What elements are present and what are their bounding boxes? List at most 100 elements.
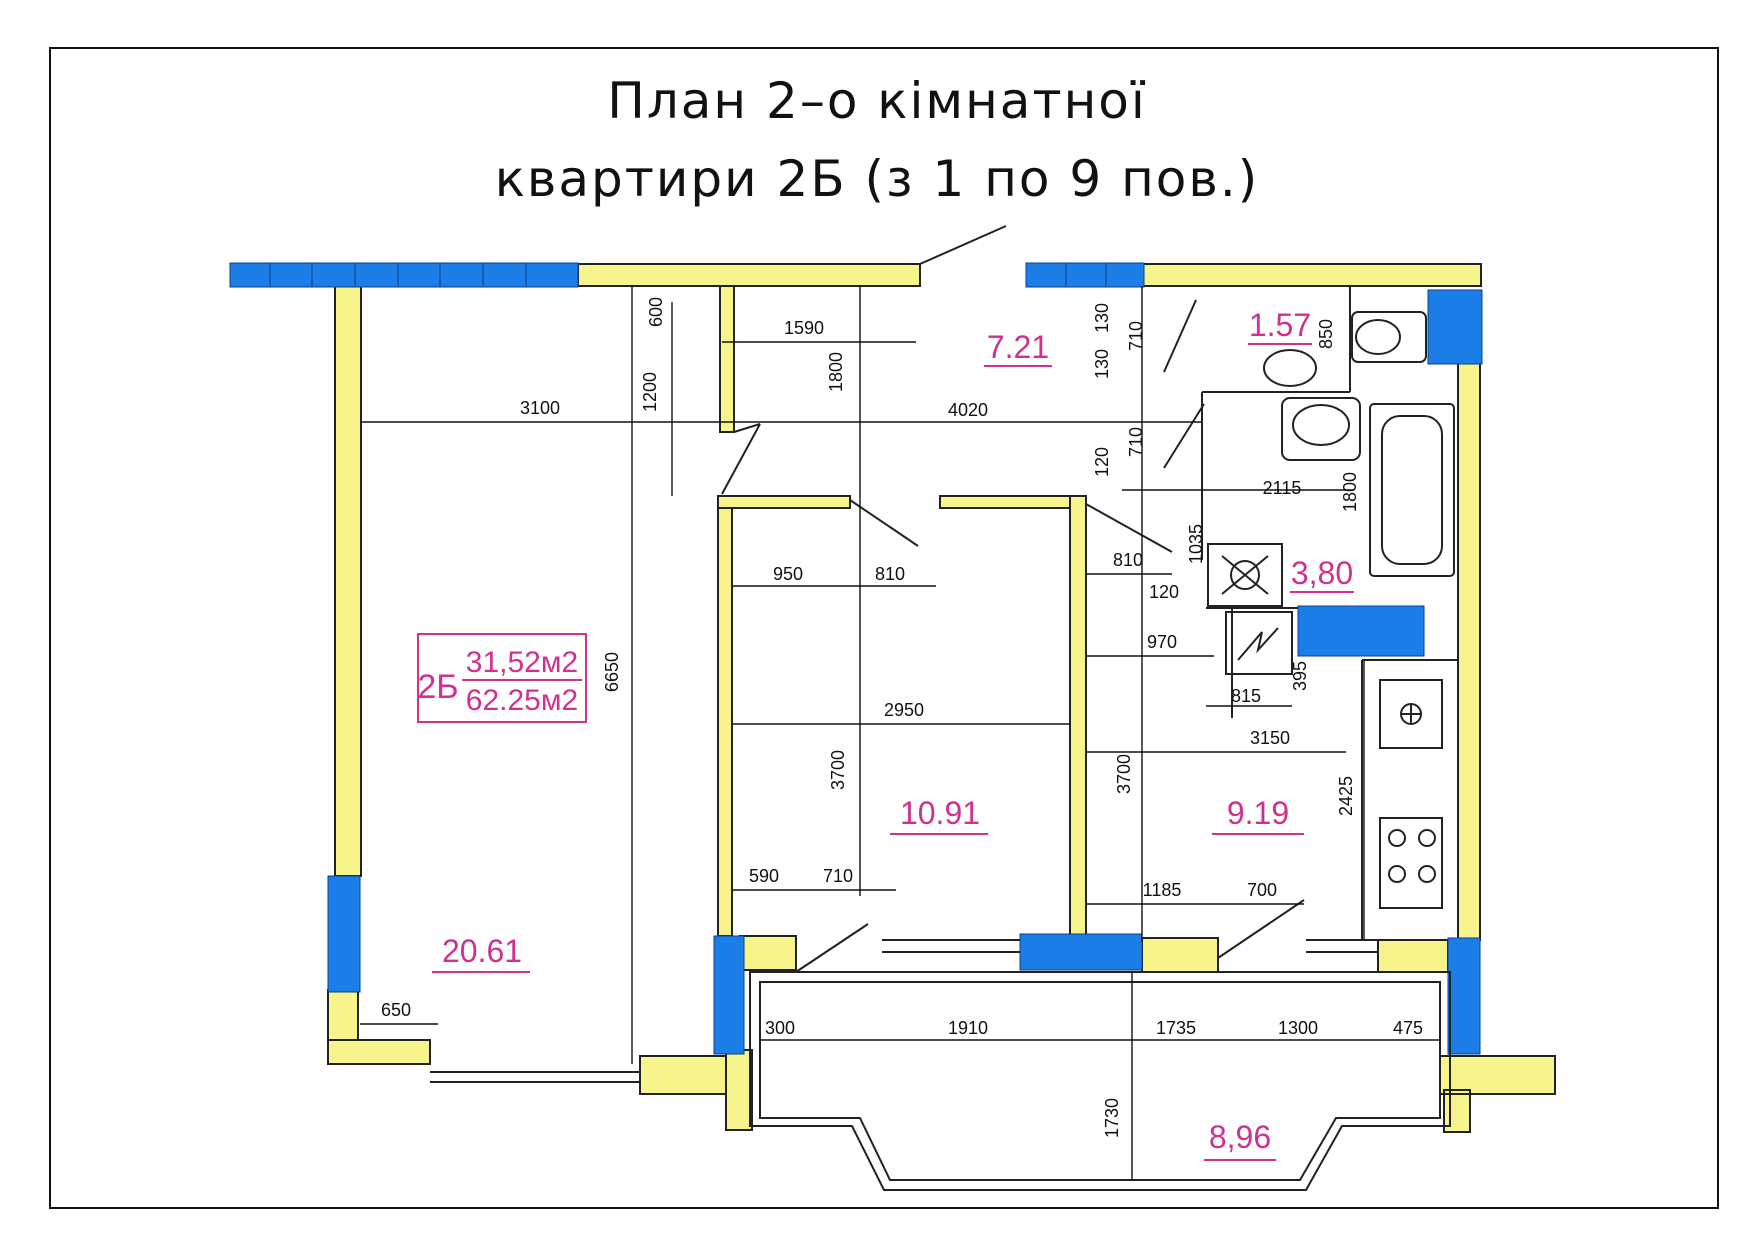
- door-swing-living: [721, 423, 761, 495]
- window-ventilation-block: [1297, 605, 1425, 657]
- wall-bedroom-top-left: [717, 495, 851, 509]
- dim-label: 3700: [828, 750, 848, 790]
- door-swing-wc: [1163, 299, 1197, 373]
- room-area-labels: 7.21 1.57 3,80 10.91 9.19 20.61 8,96: [432, 307, 1354, 1161]
- window-right-lower: [1447, 937, 1481, 1055]
- stove-icon: [1379, 817, 1443, 909]
- dim-label: 810: [1113, 550, 1143, 570]
- dim-label: 1735: [1156, 1018, 1196, 1038]
- shower-tray-icon: [1207, 543, 1283, 607]
- area-hallway: 7.21: [987, 329, 1049, 365]
- area-living-room: 20.61: [442, 933, 522, 969]
- toilet-tank: [1351, 311, 1427, 363]
- apartment-stamp-frame: [417, 633, 587, 723]
- window-bedroom-bottom-left: [713, 935, 745, 1055]
- dimension-labels: 600 1590 130 710 130 850 1200 1800 3100 …: [381, 297, 1423, 1138]
- dim-label: 395: [1290, 661, 1310, 691]
- dim-label: 130: [1092, 349, 1112, 379]
- walls: [327, 263, 1556, 1133]
- dim-label: 4020: [948, 400, 988, 420]
- dim-label: 300: [765, 1018, 795, 1038]
- window-top-middle: [1025, 262, 1145, 288]
- wall-bedroom-top-right: [939, 495, 1083, 509]
- door-swing-kitchen: [1085, 503, 1173, 553]
- dim-label: 1300: [1278, 1018, 1318, 1038]
- ventilation-shaft-icon: [1225, 611, 1293, 675]
- wall-left-corner-horizontal: [327, 1039, 431, 1065]
- wall-loggia-right-base: [1439, 1055, 1556, 1095]
- kitchen-sink-icon: [1379, 679, 1443, 749]
- dim-label: 700: [1247, 880, 1277, 900]
- wall-bottom-piece-1: [739, 935, 797, 971]
- area-bathroom: 3,80: [1291, 555, 1353, 591]
- washbasin-icon: [1281, 397, 1361, 461]
- dim-label: 1185: [1143, 880, 1182, 900]
- dim-label: 710: [1126, 321, 1146, 351]
- toilet-bowl-icon: [1355, 319, 1401, 355]
- dim-label: 650: [381, 1000, 411, 1020]
- dim-label: 3150: [1250, 728, 1290, 748]
- apartment-living-area: 31,52м2: [466, 646, 578, 679]
- dim-label: 600: [646, 297, 666, 327]
- dim-label: 590: [749, 866, 779, 886]
- area-kitchen: 9.19: [1227, 795, 1289, 831]
- dimension-lines: [360, 286, 1440, 1180]
- dim-label: 1800: [826, 352, 846, 392]
- dim-label: 6650: [602, 652, 622, 692]
- area-wc: 1.57: [1249, 307, 1311, 343]
- window-bedroom-bottom: [1019, 933, 1143, 971]
- dim-label: 950: [773, 564, 803, 584]
- apartment-total-area: 62.25м2: [466, 684, 578, 717]
- wall-bottom-piece-3: [1377, 939, 1449, 973]
- window-left-lower: [327, 875, 361, 993]
- dim-label: 120: [1092, 447, 1112, 477]
- dim-label: 1730: [1102, 1098, 1122, 1138]
- window-top-left: [229, 262, 579, 288]
- sheet-frame: [49, 47, 1719, 1209]
- window-mullions: [269, 263, 1107, 287]
- dim-label: 1910: [948, 1018, 988, 1038]
- dim-label: 120: [1149, 582, 1179, 602]
- dim-label: 2950: [884, 700, 924, 720]
- dim-label: 1035: [1186, 524, 1206, 564]
- wall-top-right: [1142, 263, 1482, 287]
- door-swing-bath: [1163, 403, 1205, 469]
- wall-bedroom-right: [1069, 495, 1087, 937]
- dim-label: 2115: [1263, 478, 1302, 498]
- wall-right-exterior: [1457, 359, 1481, 941]
- apartment-code: 2Б: [417, 668, 458, 706]
- fixtures: [721, 225, 1458, 973]
- dim-label: 970: [1147, 632, 1177, 652]
- dim-label: 2425: [1336, 776, 1356, 816]
- area-loggia: 8,96: [1209, 1119, 1271, 1155]
- window-top-right: [1427, 289, 1483, 365]
- dim-label: 710: [823, 866, 853, 886]
- dim-label: 1200: [640, 372, 660, 412]
- dim-label: 850: [1316, 319, 1336, 349]
- wall-bedroom-left: [717, 495, 733, 937]
- plan-title-line-1: План 2–о кімнатної: [607, 72, 1147, 130]
- bathtub-icon: [1369, 403, 1455, 577]
- wall-loggia-left-stub: [725, 1049, 753, 1131]
- small-sink-icon: [1263, 349, 1317, 387]
- dim-label: 3100: [520, 398, 560, 418]
- door-swing-entrance: [919, 225, 1007, 265]
- dim-label: 475: [1393, 1018, 1423, 1038]
- dim-label: 810: [875, 564, 905, 584]
- dim-label: 130: [1092, 303, 1112, 333]
- dim-label: 3700: [1114, 754, 1134, 794]
- wall-top-middle: [577, 263, 921, 287]
- area-bedroom: 10.91: [900, 795, 980, 831]
- dim-label: 1800: [1340, 472, 1360, 512]
- wall-bottom-piece-2: [1141, 937, 1219, 973]
- dim-label: 710: [1126, 427, 1146, 457]
- dim-label: 815: [1231, 686, 1261, 706]
- loggia-outline: [430, 939, 1556, 1191]
- wall-partition-upper: [719, 285, 735, 433]
- wall-left-exterior: [334, 285, 362, 877]
- dim-label: 1590: [784, 318, 824, 338]
- door-swing-bedroom: [849, 499, 919, 547]
- apartment-stamp: 2Б 31,52м2 62.25м2: [417, 633, 587, 723]
